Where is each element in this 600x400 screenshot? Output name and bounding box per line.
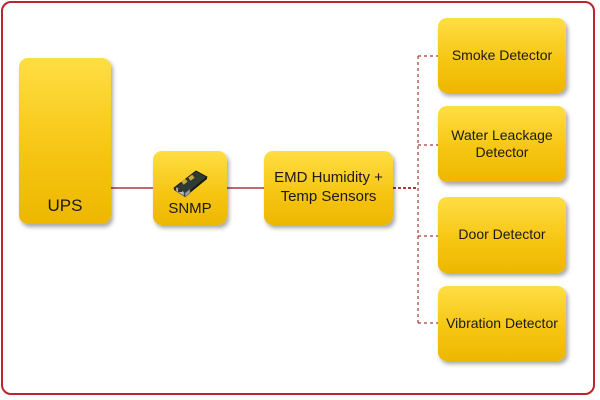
node-door-label: Door Detector: [458, 226, 546, 243]
node-door-detector: Door Detector: [438, 197, 566, 273]
node-water-label: Water Leackage Detector: [451, 126, 553, 161]
network-card-icon: [173, 170, 208, 198]
node-smoke-detector: Smoke Detector: [438, 18, 566, 93]
node-vibration-label: Vibration Detector: [446, 314, 558, 331]
node-ups: UPS: [19, 58, 111, 224]
node-vibration-detector: Vibration Detector: [438, 286, 566, 361]
node-ups-label: UPS: [47, 195, 83, 215]
node-snmp-label: SNMP: [168, 200, 212, 218]
diagram-frame: [1, 1, 595, 395]
node-emd-label: EMD Humidity + Temp Sensors: [274, 169, 383, 205]
node-snmp: SNMP: [153, 151, 227, 225]
node-emd-sensors: EMD Humidity + Temp Sensors: [264, 151, 393, 225]
node-smoke-label: Smoke Detector: [451, 46, 553, 63]
node-water-leakage-detector: Water Leackage Detector: [438, 106, 566, 182]
